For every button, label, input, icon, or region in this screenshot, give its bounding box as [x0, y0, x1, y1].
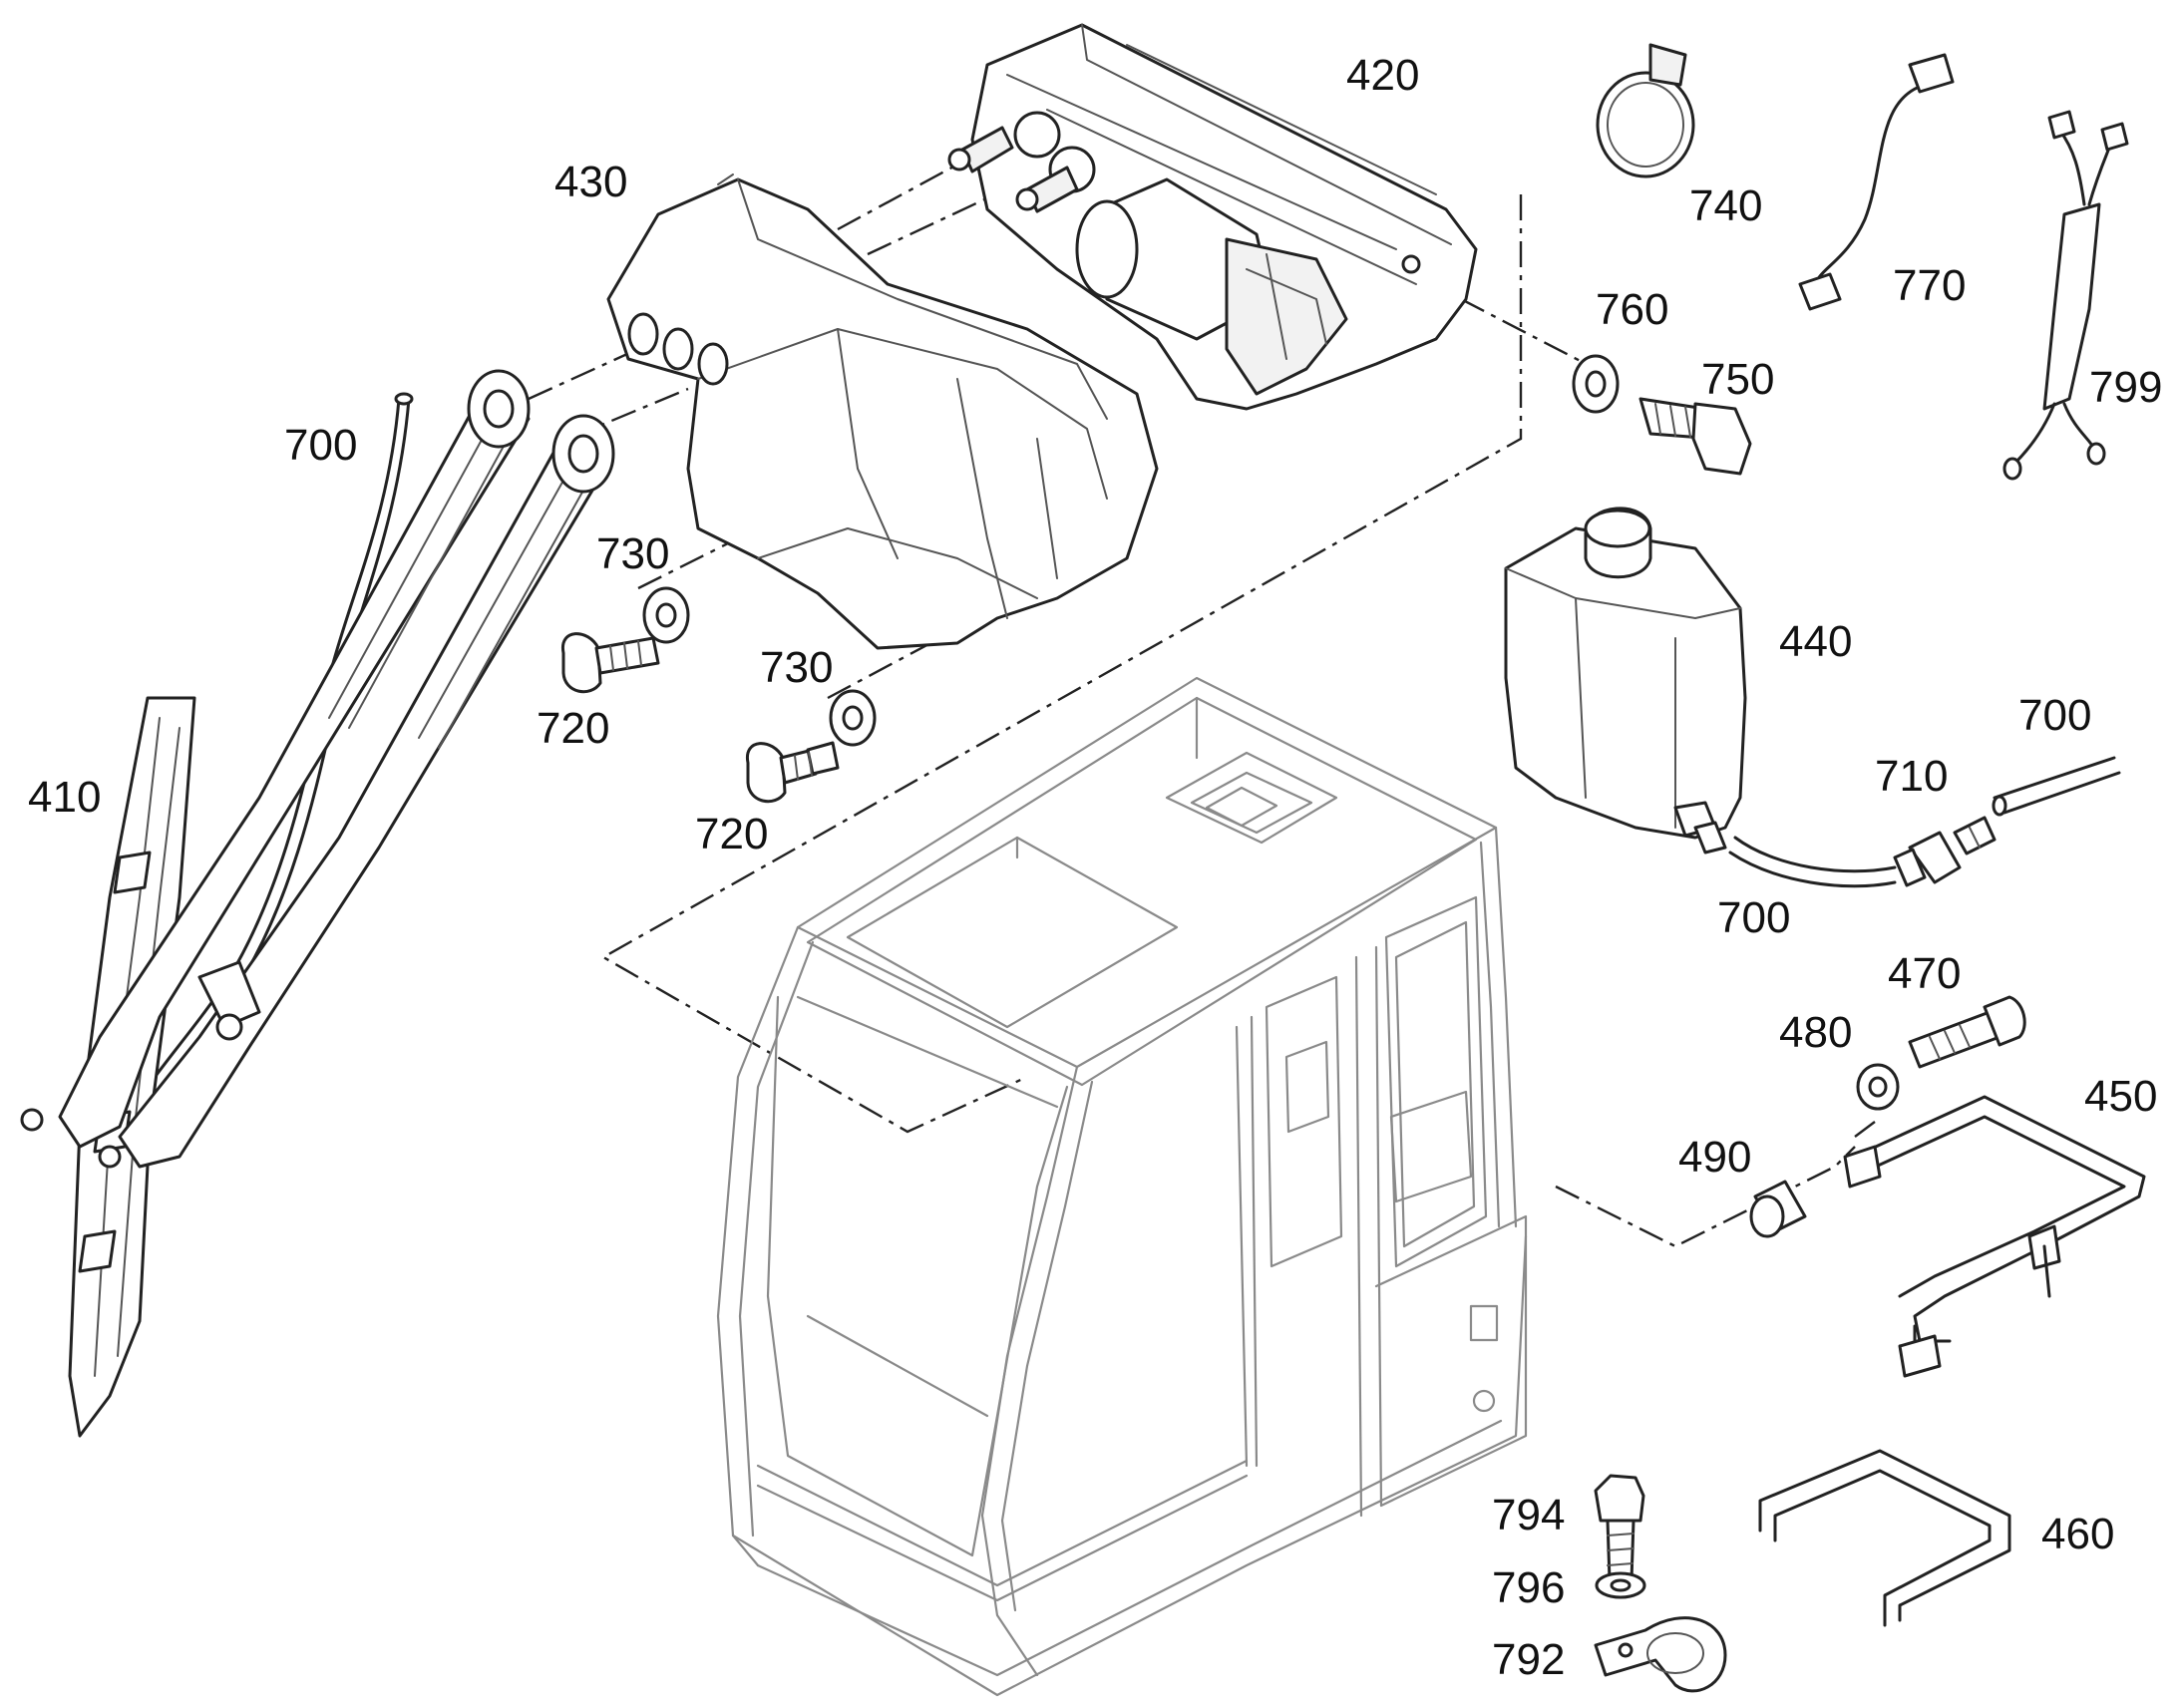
label-420: 420	[1346, 51, 1419, 100]
label-440: 440	[1779, 617, 1852, 666]
screw-720-upper	[561, 632, 660, 694]
grommet-490	[1749, 1180, 1807, 1238]
label-730-upper: 730	[596, 529, 669, 578]
hose-700-outlet	[1992, 756, 2121, 817]
label-794: 794	[1492, 1491, 1565, 1539]
wire-lead	[1798, 53, 1955, 311]
wire-harness	[2002, 110, 2129, 481]
label-410: 410	[28, 773, 101, 822]
label-490: 490	[1678, 1133, 1751, 1182]
part-labels: 420 430 740 770 799 760 750 700 730 720 …	[28, 51, 2162, 1684]
wiper-motor-assembly	[947, 23, 1478, 411]
washer-730-lower	[829, 689, 877, 747]
washer-730-upper	[642, 586, 690, 644]
label-480: 480	[1779, 1008, 1852, 1057]
clip-792	[1594, 1616, 1727, 1693]
label-470: 470	[1888, 949, 1961, 998]
washer-796	[1595, 1571, 1646, 1599]
screw-720-lower	[746, 741, 840, 804]
label-430: 430	[554, 158, 627, 206]
inline-filter-710	[1893, 816, 1997, 887]
motor-cover	[606, 173, 1159, 650]
label-700-tank: 700	[1717, 893, 1790, 942]
hose-700-tank	[1728, 836, 1897, 888]
label-730-lower: 730	[760, 643, 833, 692]
label-710: 710	[1875, 752, 1948, 801]
label-450: 450	[2084, 1072, 2157, 1121]
label-796: 796	[1492, 1563, 1565, 1612]
hose-clamp	[1596, 43, 1695, 178]
label-792: 792	[1492, 1635, 1565, 1684]
label-700-left: 700	[284, 421, 357, 470]
washer-480	[1856, 1063, 1900, 1111]
strap-460	[1758, 1449, 2011, 1627]
label-750: 750	[1701, 355, 1774, 404]
label-760: 760	[1596, 285, 1668, 334]
label-799: 799	[2089, 363, 2162, 412]
operator-cab	[716, 676, 1528, 1697]
label-720-lower: 720	[695, 810, 768, 858]
wiper-arm-blade	[20, 369, 615, 1438]
washer-fluid-tank	[1504, 507, 1747, 854]
label-700-outlet: 700	[2018, 691, 2091, 740]
bolt-470	[1908, 995, 2026, 1069]
washer-760	[1572, 354, 1620, 414]
bracket-450	[1843, 1095, 2146, 1378]
label-460: 460	[2041, 1510, 2114, 1558]
label-720-upper: 720	[537, 704, 609, 753]
bolt-750	[1638, 397, 1752, 476]
label-740: 740	[1689, 181, 1762, 230]
bolt-794	[1594, 1474, 1645, 1582]
label-770: 770	[1893, 261, 1966, 310]
